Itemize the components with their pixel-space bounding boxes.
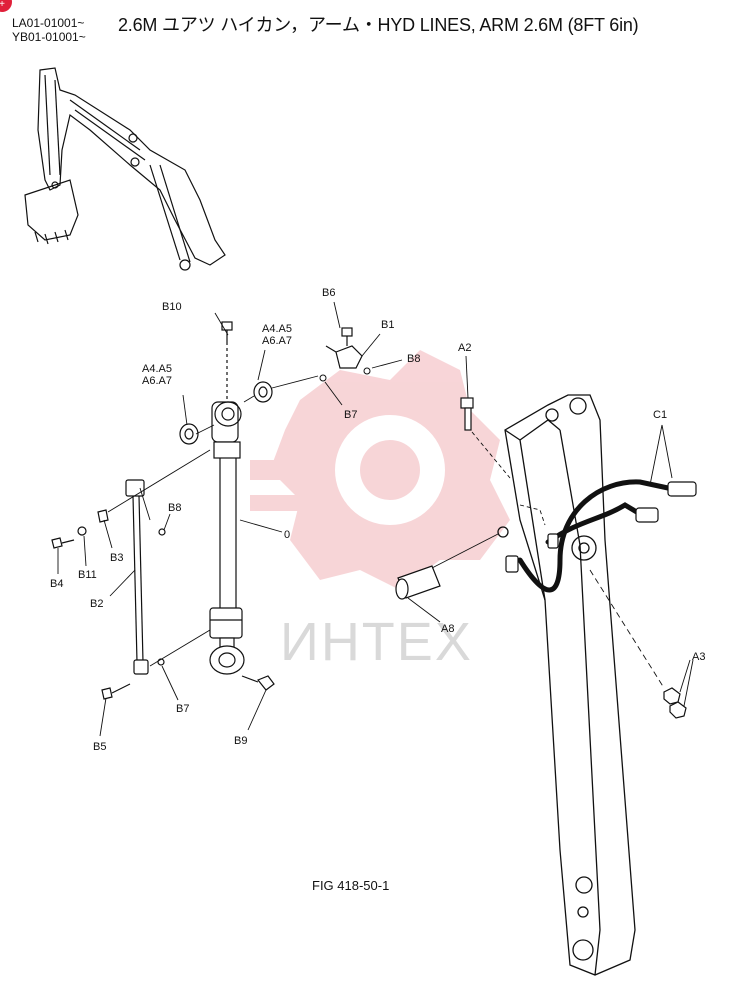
o-ring-b7-top — [319, 374, 327, 382]
callout-a2: A2 — [458, 342, 471, 354]
callout-b1: B1 — [381, 319, 394, 331]
hydraulic-cylinder — [209, 401, 245, 675]
callout-b11: B11 — [78, 569, 97, 581]
bolt-b10 — [221, 321, 233, 400]
callout-b4: B4 — [50, 578, 63, 590]
pin-a8 — [395, 565, 441, 600]
figure-label: FIG 418-50-1 — [312, 878, 390, 893]
o-ring-b8-top — [363, 367, 371, 375]
hoses-c1 — [517, 479, 671, 593]
page-title: 2.6M ユアツ ハイカン，アーム・HYD LINES, ARM 2.6M (8… — [118, 15, 639, 35]
callout-a4a5-top: A4.A5 — [262, 323, 292, 335]
nuts-a3 — [663, 687, 687, 719]
watermark-logo — [250, 350, 510, 590]
callout-a4a5-left: A4.A5 — [142, 363, 172, 375]
callout-b5: B5 — [93, 741, 106, 753]
callout-c1: C1 — [653, 409, 667, 421]
callout-b7-bottom: B7 — [176, 703, 189, 715]
assembly-lines — [57, 301, 694, 737]
callout-b6: B6 — [322, 287, 335, 299]
callout-b2: B2 — [90, 598, 103, 610]
callout-a8: A8 — [441, 623, 454, 635]
washer-right — [253, 381, 273, 403]
callout-a6a7-top: A6.A7 — [262, 335, 292, 347]
callout-b7-top: B7 — [344, 409, 357, 421]
watermark-text: ИНТЕХ — [280, 612, 473, 672]
excavator-thumbnail — [24, 67, 226, 271]
callout-a6a7-left: A6.A7 — [142, 375, 172, 387]
hoses-c1-fittings — [505, 481, 697, 573]
fitting-b9 — [241, 675, 275, 691]
corner-plus-icon: + — [0, 0, 12, 12]
callout-b8-mid: B8 — [168, 502, 181, 514]
serial-range-1: LA01-01001~ — [12, 16, 85, 30]
excavator-arm — [497, 394, 636, 976]
pipe-b2 — [51, 479, 166, 700]
callout-b8-top: B8 — [407, 353, 420, 365]
callout-a3: A3 — [692, 651, 705, 663]
elbow-fitting-b1 — [325, 327, 363, 369]
serial-range-2: YB01-01001~ — [12, 30, 86, 44]
callout-zero: 0 — [284, 529, 290, 541]
washer-left — [179, 423, 199, 445]
bolt-a2 — [460, 397, 474, 431]
callout-b10: B10 — [162, 301, 182, 313]
callout-b3: B3 — [110, 552, 123, 564]
callout-b9: B9 — [234, 735, 247, 747]
